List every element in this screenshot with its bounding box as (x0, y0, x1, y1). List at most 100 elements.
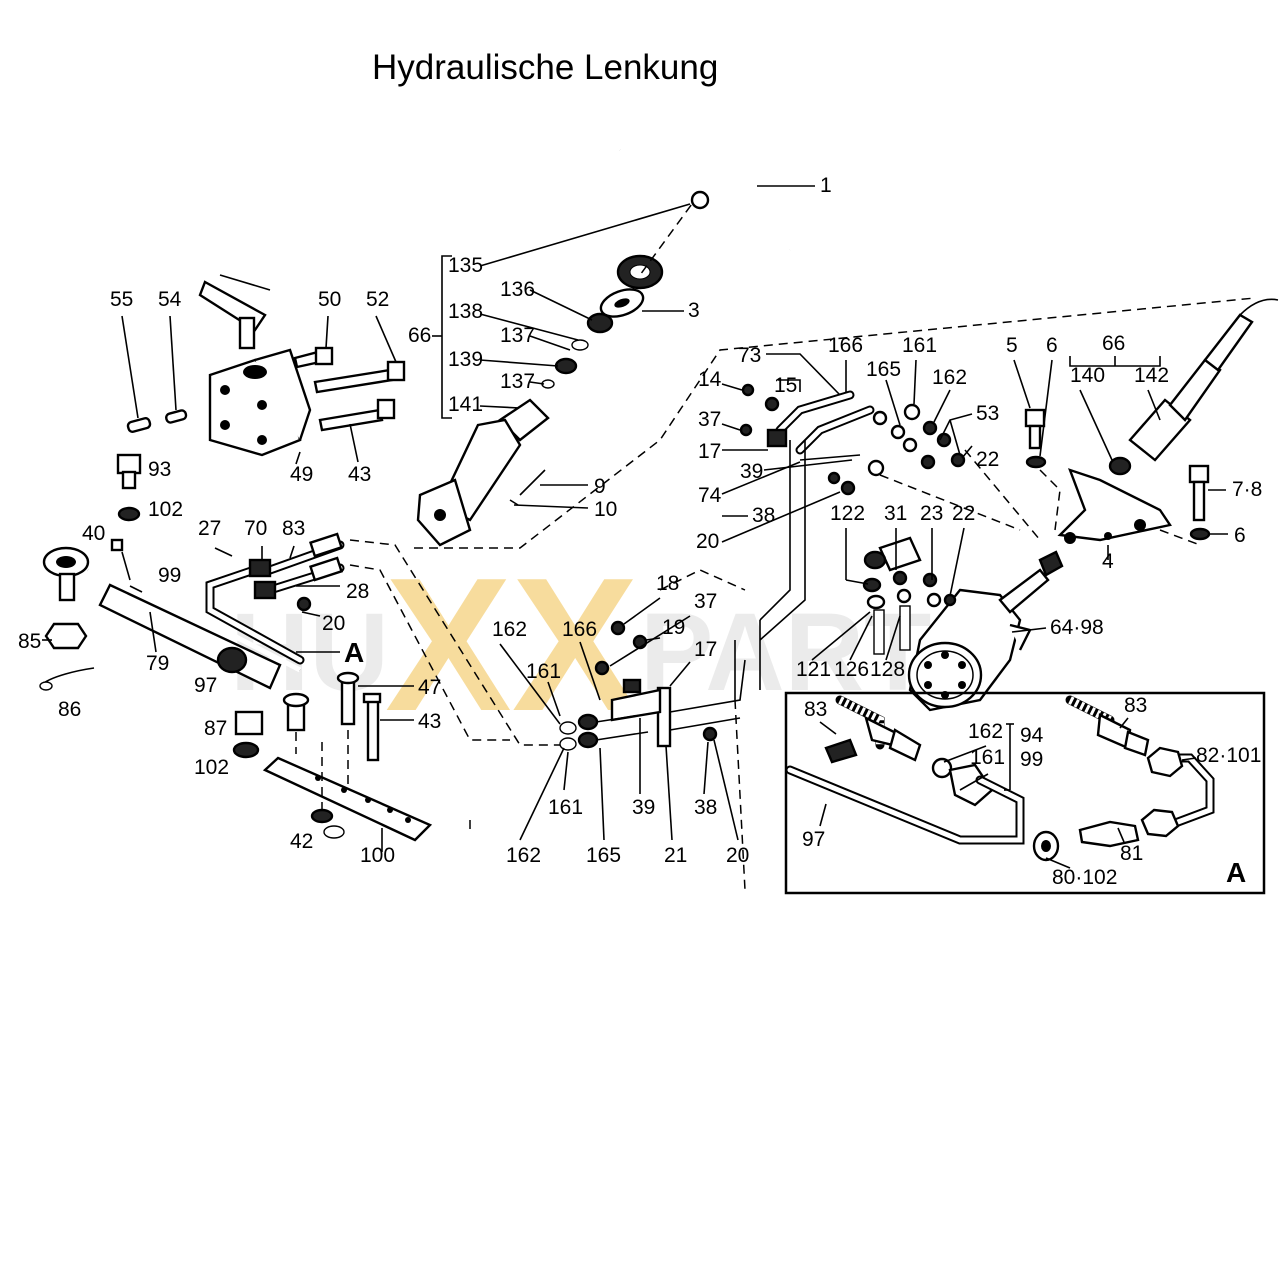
upper-pipes (721, 353, 1041, 641)
part-label-66b: 66 (1102, 332, 1125, 355)
part-label-5: 5 (1006, 334, 1018, 357)
part-label-43a: 43 (348, 463, 371, 486)
part-label-94: 94 (1020, 724, 1044, 747)
steering-valve (811, 527, 1064, 712)
part-label-4: 4 (1102, 550, 1114, 573)
center-dashed (469, 569, 761, 891)
part-label-31: 31 (884, 502, 907, 525)
part-label-6a: 6 (1046, 334, 1058, 357)
part-label-18: 18 (656, 572, 679, 595)
part-label-102b: 102 (194, 756, 229, 779)
part-label-64-98: 64·98 (1050, 616, 1104, 639)
part-label-161d: 161 (970, 746, 1005, 769)
part-label-81: 81 (1120, 842, 1143, 865)
part-label-97b: 97 (802, 828, 825, 851)
part-label-55: 55 (110, 288, 133, 311)
part-label-52: 52 (366, 288, 389, 311)
part-label-162c: 162 (506, 844, 541, 867)
part-label-99b: 99 (1020, 748, 1043, 771)
part-label-85: 85 (18, 630, 41, 653)
column-right (1013, 298, 1279, 560)
part-label-126: 126 (834, 658, 869, 681)
left-hoses (205, 532, 560, 746)
part-label-93: 93 (148, 458, 171, 481)
part-label-17b: 17 (694, 638, 717, 661)
part-label-70: 70 (244, 517, 267, 540)
part-label-138: 138 (448, 300, 483, 323)
bracket-49 (121, 274, 406, 465)
part-label-47: 47 (418, 676, 441, 699)
part-label-142: 142 (1134, 364, 1169, 387)
part-label-161a: 161 (902, 334, 937, 357)
part-label-165b: 165 (586, 844, 621, 867)
part-label-136: 136 (500, 278, 535, 301)
part-label-22a: 22 (976, 448, 999, 471)
part-label-1: 1 (820, 174, 832, 197)
part-label-40: 40 (82, 522, 105, 545)
part-label-162d: 162 (968, 720, 1003, 743)
part-label-37b: 37 (694, 590, 717, 613)
part-label-43b: 43 (418, 710, 441, 733)
watermark-big-text: XX (385, 539, 638, 751)
part-label-99: 99 (158, 564, 181, 587)
part-label-15: 15 (774, 374, 797, 397)
part-label-83c: 83 (1124, 694, 1147, 717)
part-label-7-8: 7·8 (1232, 478, 1262, 501)
part-label-39a: 39 (740, 460, 763, 483)
part-label-20c: 20 (726, 844, 749, 867)
steering-cylinder (39, 453, 433, 852)
part-label-20b: 20 (696, 530, 719, 553)
hub-parts (432, 203, 691, 419)
part-label-38a: 38 (752, 504, 775, 527)
part-label-82-101: 82·101 (1196, 744, 1261, 767)
part-label-37a: 37 (698, 408, 721, 431)
part-label-165a: 165 (866, 358, 901, 381)
part-label-166a: 166 (828, 334, 863, 357)
part-label-49: 49 (290, 463, 313, 486)
part-label-54: 54 (158, 288, 182, 311)
part-label-22b: 22 (952, 502, 975, 525)
part-label-161c: 161 (548, 796, 583, 819)
part-label-19: 19 (662, 616, 685, 639)
detail-a-callout: A (344, 637, 364, 668)
part-label-161b: 161 (526, 660, 561, 683)
steering-column (414, 297, 1256, 549)
part-label-102a: 102 (148, 498, 183, 521)
detail-a-box: A (784, 691, 1266, 895)
part-label-140: 140 (1070, 364, 1105, 387)
part-label-9: 9 (594, 475, 606, 498)
part-label-28: 28 (346, 580, 369, 603)
part-label-10: 10 (594, 498, 617, 521)
center-block (499, 597, 746, 841)
part-label-97a: 97 (194, 674, 217, 697)
part-label-21: 21 (664, 844, 687, 867)
part-label-86: 86 (58, 698, 81, 721)
part-label-17a: 17 (698, 440, 721, 463)
detail-a-letter: A (1226, 857, 1246, 888)
part-label-141: 141 (448, 393, 483, 416)
part-label-3: 3 (688, 299, 700, 322)
part-label-79: 79 (146, 652, 169, 675)
part-label-83a: 83 (282, 517, 305, 540)
part-label-135: 135 (448, 254, 483, 277)
part-label-121: 121 (796, 658, 831, 681)
part-label-139: 139 (448, 348, 483, 371)
part-label-6b: 6 (1234, 524, 1246, 547)
steering-wheel (594, 115, 815, 305)
part-label-83b: 83 (804, 698, 827, 721)
part-label-74: 74 (698, 484, 722, 507)
part-label-20a: 20 (322, 612, 345, 635)
part-label-14: 14 (698, 368, 722, 391)
part-label-100: 100 (360, 844, 395, 867)
part-label-162b: 162 (492, 618, 527, 641)
part-label-53: 53 (976, 402, 999, 425)
part-label-122: 122 (830, 502, 865, 525)
part-label-166b: 166 (562, 618, 597, 641)
part-label-66a: 66 (408, 324, 431, 347)
part-label-137b: 137 (500, 370, 535, 393)
part-label-137a: 137 (500, 324, 535, 347)
part-label-27: 27 (198, 517, 221, 540)
part-label-38b: 38 (694, 796, 717, 819)
